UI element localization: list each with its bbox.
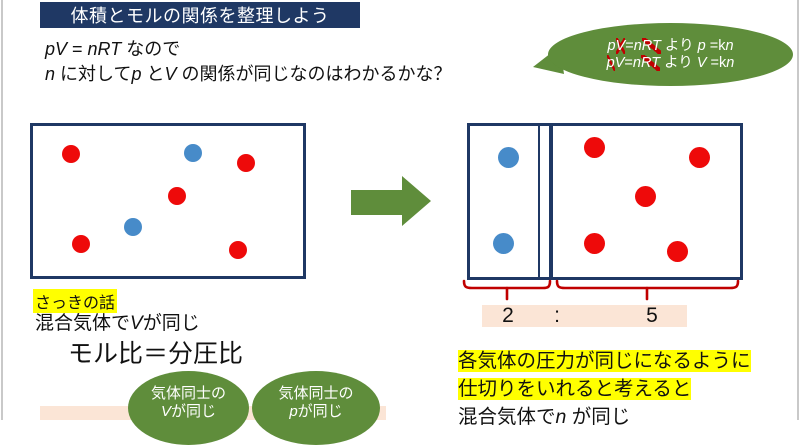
text-segment: n — [633, 37, 642, 54]
mixed-gas-box — [30, 123, 306, 279]
mixed-gas-same-v-text: 混合気体でVが同じ — [35, 308, 200, 335]
text-segment: が同じ — [142, 313, 200, 334]
speech-bubble: pV=nRT より p =kn pV=nRT より V =kn — [548, 23, 793, 86]
explanation-line-3: 混合気体でn が同じ — [458, 404, 751, 431]
text-segment: V — [160, 403, 171, 420]
ratio-strip: 2 : 5 — [482, 305, 687, 327]
partition-explanation: 各気体の圧力が同じになるように 仕切りをいれると考えると 混合気体でn が同じ — [458, 348, 751, 432]
crossed-term: RT — [641, 37, 661, 54]
text-segment: が同じ — [566, 406, 631, 428]
text-segment: の関係が同じなのはわかるかな？ — [176, 64, 452, 84]
text-segment: が同じ — [171, 403, 217, 420]
text-segment: と — [141, 64, 165, 84]
text-segment: pV — [45, 39, 68, 59]
text-segment: p — [289, 403, 298, 420]
text-segment: p — [131, 64, 142, 84]
text-segment: = — [624, 54, 633, 71]
text-segment: 混合気体で — [458, 406, 556, 428]
partition-line — [549, 126, 553, 277]
text-segment: = — [625, 37, 634, 54]
ratio-value-left: 2 — [502, 304, 514, 327]
bubble-line-1: pV=nRT より p =kn — [607, 37, 734, 55]
text-segment: =k — [705, 37, 726, 54]
text-segment: n — [45, 64, 56, 84]
explanation-line-1: 各気体の圧力が同じになるように — [458, 350, 751, 372]
text-segment: =k — [706, 54, 727, 71]
ratio-colon: : — [554, 304, 560, 327]
text-segment: nRT — [87, 39, 122, 59]
ellipse-left-line-2: Vが同じ — [161, 403, 216, 421]
text-segment: V — [130, 313, 143, 334]
text-segment: より — [660, 37, 698, 54]
mol-ratio-equation: モル比＝分圧比 — [68, 340, 244, 368]
partitioned-gas-box — [467, 123, 743, 280]
text-segment: = — [67, 39, 88, 59]
ellipse-right-line-1: 気体同士の — [278, 385, 354, 402]
text-segment: p — [697, 37, 706, 54]
gas-same-v-ellipse: 気体同士の Vが同じ — [128, 371, 249, 445]
gas-same-p-ellipse: 気体同士の pが同じ — [252, 371, 380, 445]
crossed-term: RT — [640, 54, 661, 71]
crossed-term: V — [615, 37, 626, 54]
ellipse-right-line-2: pが同じ — [289, 403, 342, 421]
intro-line-2: n に対してp とV の関係が同じなのはわかるかな？ — [45, 62, 452, 87]
text-segment: V — [696, 54, 707, 71]
ellipse-left-line-1: 気体同士の — [150, 385, 226, 402]
text-segment: p — [607, 37, 616, 54]
intro-text: pV = nRT なので n に対してp とV の関係が同じなのはわかるかな？ — [45, 37, 452, 87]
text-segment: より — [660, 54, 697, 71]
explanation-line-2: 仕切りをいれると考えると — [458, 378, 692, 400]
previous-topic-label: さっきの話 — [33, 289, 118, 313]
slide-title: 体積とモルの関係を整理しよう — [40, 2, 360, 28]
text-segment: V — [164, 64, 177, 84]
intro-line-1: pV = nRT なので — [45, 37, 452, 62]
transform-arrow-icon — [351, 176, 431, 226]
page-edge-line-right — [797, 0, 799, 420]
crossed-term: p — [606, 54, 615, 71]
page-edge-line-left — [1, 0, 3, 420]
text-segment: 混合気体で — [35, 313, 131, 334]
text-segment: なので — [121, 39, 181, 59]
brace-left — [462, 279, 552, 290]
text-segment: n — [632, 54, 641, 71]
text-segment: V — [614, 54, 625, 71]
text-segment: が同じ — [297, 403, 343, 420]
text-segment: n — [725, 37, 734, 54]
partition-line-thin — [538, 126, 540, 277]
text-segment: n — [555, 406, 567, 428]
ratio-braces — [462, 279, 740, 301]
bubble-line-2: pV=nRT より V =kn — [606, 54, 735, 72]
ratio-value-right: 5 — [646, 304, 658, 327]
text-segment: に対して — [55, 64, 132, 84]
brace-right — [555, 279, 740, 290]
text-segment: n — [726, 54, 735, 71]
